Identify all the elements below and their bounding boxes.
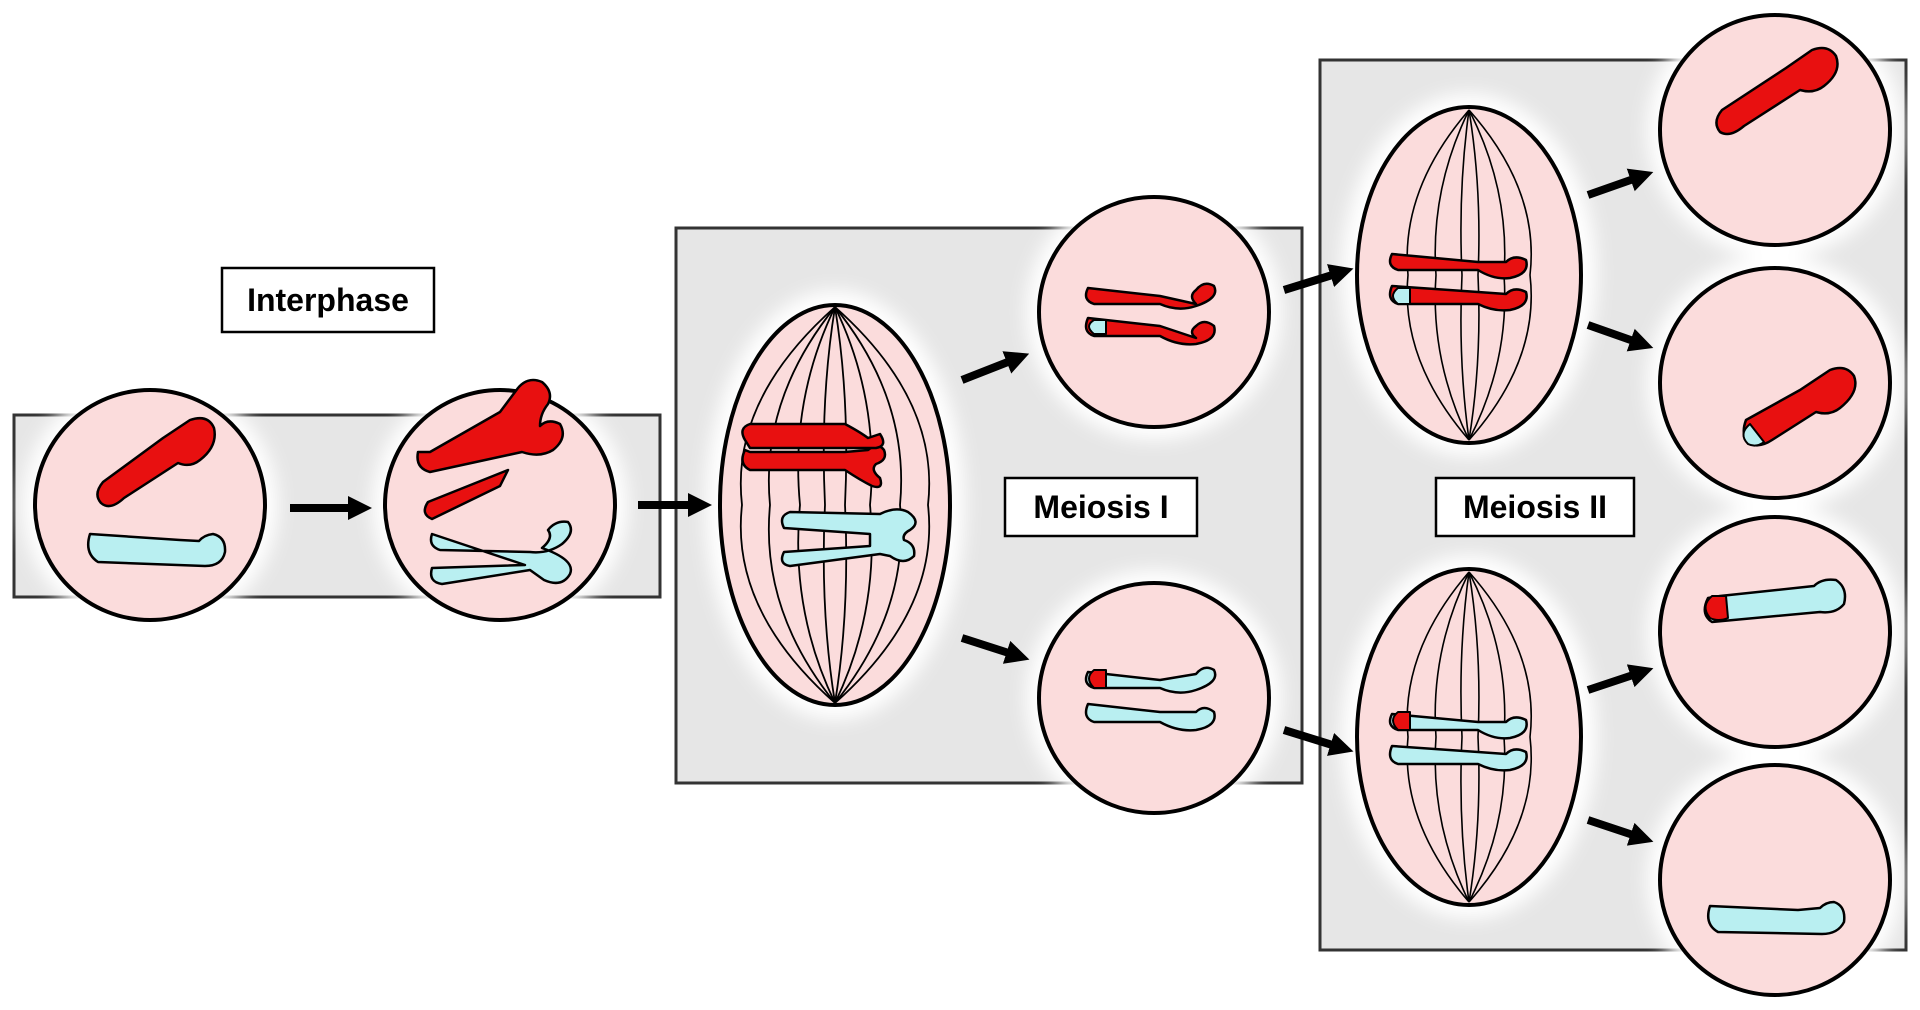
- chromosome-blue: [87, 532, 227, 568]
- chromosome-blue-segment: [1742, 423, 1765, 447]
- chromosome-red-segment: [1088, 669, 1107, 689]
- gamete-1: [1658, 13, 1892, 247]
- meiosis2-label-text: Meiosis II: [1463, 489, 1607, 525]
- arrow-meiosis2-to-gamete4: [1586, 816, 1654, 846]
- cell-meiosis1-daughter-bottom: [1037, 581, 1271, 815]
- arrow-meiosis1-to-bottom: [960, 634, 1030, 664]
- chromosome-red-recombinant: [1084, 282, 1217, 346]
- meiosis1-label-text: Meiosis I: [1033, 489, 1168, 525]
- cell-interphase-g1: [33, 388, 267, 622]
- chromosome-red-segment: [1704, 595, 1729, 621]
- chromosome-pair-blue: [780, 508, 917, 568]
- arrow-bottom-to-meiosis2: [1282, 726, 1354, 756]
- cell-meiosis2-metaphase-top: [1355, 105, 1583, 445]
- chromosome-blue-segment: [1392, 287, 1411, 305]
- cell-meiosis2-metaphase-bottom: [1355, 567, 1583, 907]
- sister-chromatids-red: [416, 378, 565, 521]
- chromosome-red-segment: [1392, 711, 1411, 731]
- arrow-meiosis2-to-gamete2: [1586, 321, 1654, 352]
- chromosome-red: [96, 417, 216, 508]
- chromosome-pair-red-top: [741, 422, 885, 450]
- chromosome-red-dyad: [1388, 252, 1528, 312]
- chromosome-blue: [1707, 900, 1846, 936]
- arrow-meiosis2-to-gamete3: [1586, 664, 1654, 694]
- meiosis2-label: Meiosis II: [1434, 476, 1636, 538]
- gamete-2: [1658, 266, 1892, 500]
- chromosome-pair-red: [741, 444, 887, 489]
- chromosome-red: [1715, 46, 1839, 136]
- meiosis1-label: Meiosis I: [1003, 476, 1199, 538]
- sister-chromatids-blue: [429, 520, 573, 586]
- arrow-meiosis2-to-gamete1: [1586, 168, 1654, 199]
- interphase-label: Interphase: [220, 266, 436, 334]
- cell-meiosis1-metaphase: [718, 303, 952, 707]
- cell-interphase-g2: [383, 378, 617, 622]
- chromosome-blue-dyad: [1388, 712, 1528, 772]
- chromosome-blue-segment: [1088, 319, 1107, 335]
- process-arrows: [290, 168, 1654, 846]
- arrow-top-to-meiosis2: [1282, 264, 1354, 294]
- gamete-3: [1658, 515, 1892, 749]
- cell-meiosis1-daughter-top: [1037, 195, 1271, 429]
- spindle-fibers: [739, 306, 931, 704]
- chromosome-blue-recombinant: [1084, 666, 1217, 732]
- interphase-label-text: Interphase: [247, 282, 409, 318]
- arrow-meiosis1-to-top: [960, 351, 1030, 384]
- spindle-fibers: [1406, 109, 1533, 441]
- gamete-4: [1658, 763, 1892, 997]
- chromosome-blue: [1703, 578, 1847, 624]
